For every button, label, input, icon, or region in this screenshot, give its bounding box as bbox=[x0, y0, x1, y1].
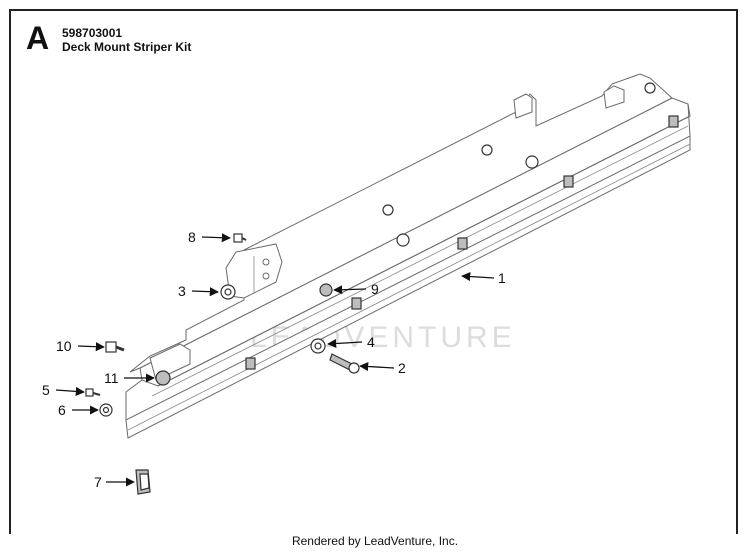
callout-10: 10 bbox=[56, 338, 72, 354]
part-7-clip bbox=[135, 469, 151, 495]
part-6-washer bbox=[99, 403, 113, 417]
callout-6: 6 bbox=[58, 402, 66, 418]
rail-bolts bbox=[382, 82, 656, 247]
callout-2: 2 bbox=[398, 360, 406, 376]
callout-7: 7 bbox=[94, 474, 102, 490]
part-8-bolt bbox=[233, 233, 247, 243]
kit-part-number: 598703001 bbox=[62, 26, 123, 40]
kit-name: Deck Mount Striper Kit bbox=[62, 40, 192, 54]
striper-rail bbox=[125, 73, 691, 439]
footer-text: Rendered by LeadVenture, Inc. bbox=[287, 534, 463, 548]
part-2-screw bbox=[329, 353, 360, 374]
callout-8: 8 bbox=[188, 229, 196, 245]
callout-11: 11 bbox=[104, 370, 119, 386]
part-3-nut bbox=[220, 284, 236, 300]
clip-nuts bbox=[245, 115, 679, 370]
callout-1: 1 bbox=[498, 270, 506, 286]
part-9-nut bbox=[319, 283, 333, 297]
part-5-bolt bbox=[85, 388, 101, 397]
callout-4: 4 bbox=[367, 334, 375, 350]
callout-5: 5 bbox=[42, 382, 50, 398]
callout-3: 3 bbox=[178, 283, 186, 299]
part-11-nut bbox=[155, 370, 171, 386]
callout-9: 9 bbox=[371, 281, 379, 297]
footer-credit: Rendered by LeadVenture, Inc. bbox=[0, 534, 750, 548]
part-4-washer bbox=[310, 338, 326, 354]
section-letter: A bbox=[26, 20, 50, 56]
part-10-bolt bbox=[105, 341, 125, 353]
callout-arrows bbox=[55, 233, 495, 487]
